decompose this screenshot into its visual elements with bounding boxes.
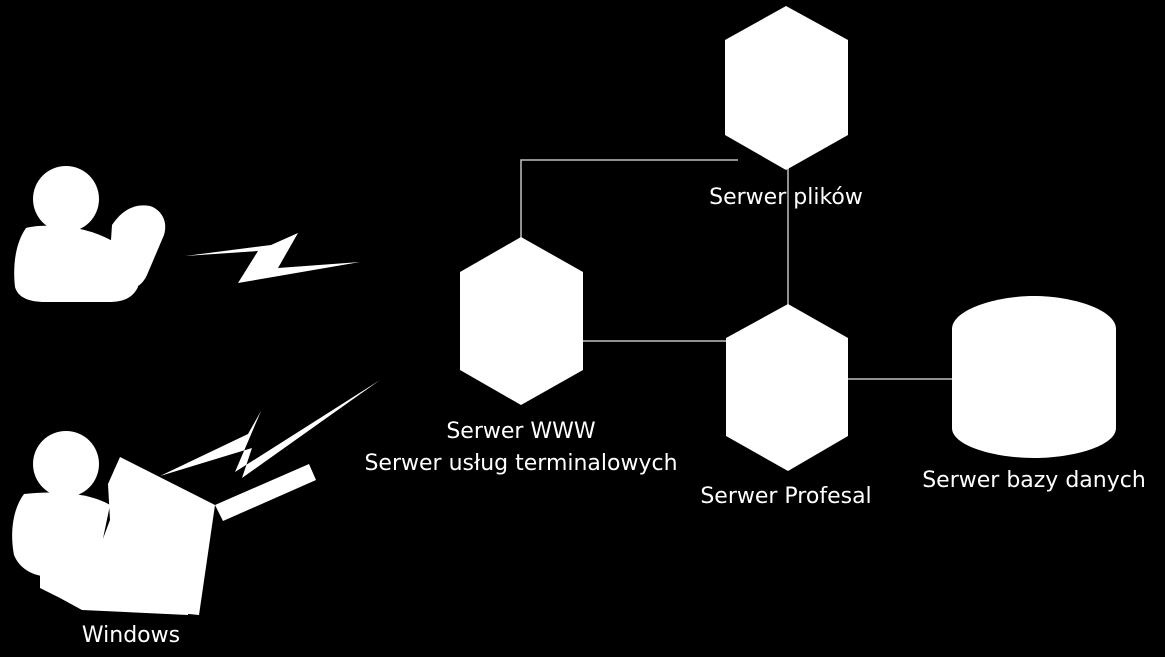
www-server-icon[interactable] [460,237,583,405]
file-server-icon[interactable] [725,6,848,170]
db-server-label: Serwer bazy danych [922,468,1146,493]
signal-dash-icon [215,464,316,521]
link-www-to-file-server [520,159,738,243]
db-server-icon[interactable] [952,296,1116,458]
profesal-server-label: Serwer Profesal [700,484,871,509]
connections [520,159,952,380]
lightning-bolt-icon [160,380,380,478]
remote-user-icon[interactable] [14,166,166,302]
file-server-label: Serwer plików [709,185,863,210]
www-server-label-line1: Serwer WWW [446,419,596,444]
windows-client-label: Windows [82,623,180,648]
profesal-server-icon[interactable] [726,304,848,471]
windows-user-icon[interactable] [12,431,215,615]
lightning-bolt-icon [185,233,360,283]
www-server-label-line2: Serwer usług terminalowych [364,451,677,476]
